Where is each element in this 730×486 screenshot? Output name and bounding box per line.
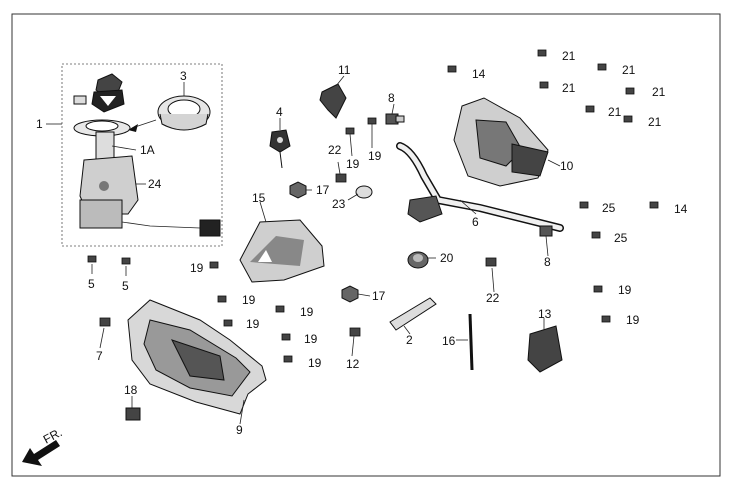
callout-12: 12 <box>346 357 360 371</box>
callout-13: 13 <box>538 307 552 321</box>
callout-24: 24 <box>148 177 162 191</box>
nut-17-upper <box>289 181 307 199</box>
callout-14-top: 14 <box>472 67 486 81</box>
callout-19-c: 19 <box>190 261 204 275</box>
callout-8-lower: 8 <box>544 255 551 269</box>
ignition-switch-body <box>79 131 221 237</box>
callout-25-a: 25 <box>602 201 616 215</box>
callout-7: 7 <box>96 349 103 363</box>
callout-22-lower: 22 <box>486 291 500 305</box>
callout-21-d: 21 <box>652 85 666 99</box>
lock-ring-part-3 <box>157 95 211 131</box>
callout-20: 20 <box>440 251 454 265</box>
callout-11: 11 <box>338 63 351 77</box>
callout-1: 1 <box>36 117 43 131</box>
callout-23: 23 <box>332 197 346 211</box>
callout-3: 3 <box>180 69 187 83</box>
callout-17-lower: 17 <box>372 289 386 303</box>
callout-19-g: 19 <box>304 332 318 346</box>
front-cover <box>127 299 267 415</box>
callout-18: 18 <box>124 383 138 397</box>
callout-1a: 1A <box>140 143 155 157</box>
callout-labels: 1 3 1A 24 4 5 5 7 11 8 19 19 22 17 23 15… <box>36 49 688 447</box>
callout-19-j: 19 <box>626 313 640 327</box>
callout-8-top: 8 <box>388 91 395 105</box>
callout-17-upper: 17 <box>316 183 330 197</box>
callout-21-b: 21 <box>622 63 636 77</box>
rod-part-16 <box>468 313 474 371</box>
stay-bracket <box>389 297 437 331</box>
bolt-8-top <box>385 113 405 125</box>
callout-19-b: 19 <box>368 149 382 163</box>
handlebar <box>396 142 564 232</box>
callout-19-f: 19 <box>300 305 314 319</box>
callout-4: 4 <box>276 105 283 119</box>
callout-21-a: 21 <box>562 49 576 63</box>
callout-15: 15 <box>252 191 266 205</box>
callout-21-c: 21 <box>562 81 576 95</box>
callout-9: 9 <box>236 423 243 437</box>
callout-19-i: 19 <box>618 283 632 297</box>
callout-19-e: 19 <box>246 317 260 331</box>
key-set <box>73 73 125 113</box>
callout-25-b: 25 <box>614 231 628 245</box>
callout-5-left: 5 <box>88 277 95 291</box>
grommet-part-20 <box>407 251 429 269</box>
callout-21-e: 21 <box>608 105 622 119</box>
callout-19-h: 19 <box>308 356 322 370</box>
assembly-group-box <box>61 63 223 247</box>
meter-visor <box>239 219 325 283</box>
callout-19-d: 19 <box>242 293 256 307</box>
callout-5-right: 5 <box>122 279 129 293</box>
callout-10: 10 <box>560 159 574 173</box>
switch-part-13 <box>527 325 563 373</box>
callout-14-right: 14 <box>674 202 688 216</box>
callout-21-f: 21 <box>648 115 662 129</box>
leader-lines <box>46 75 561 425</box>
callout-16: 16 <box>442 334 456 348</box>
washer-23 <box>355 185 373 199</box>
callout-6: 6 <box>472 215 479 229</box>
handle-cover <box>453 97 549 187</box>
callout-19-a: 19 <box>346 157 360 171</box>
callout-2: 2 <box>406 333 413 347</box>
screw-part-18 <box>125 407 141 421</box>
screws <box>87 49 659 363</box>
nut-17-lower <box>341 285 359 303</box>
front-direction-arrow-icon <box>22 440 60 466</box>
front-direction-label: FR. <box>41 425 65 446</box>
key-fob <box>269 129 291 169</box>
bracket-part-11 <box>319 83 347 119</box>
bolt-8-lower <box>539 225 553 237</box>
callout-22-upper: 22 <box>328 143 342 157</box>
outer-frame <box>11 13 721 477</box>
